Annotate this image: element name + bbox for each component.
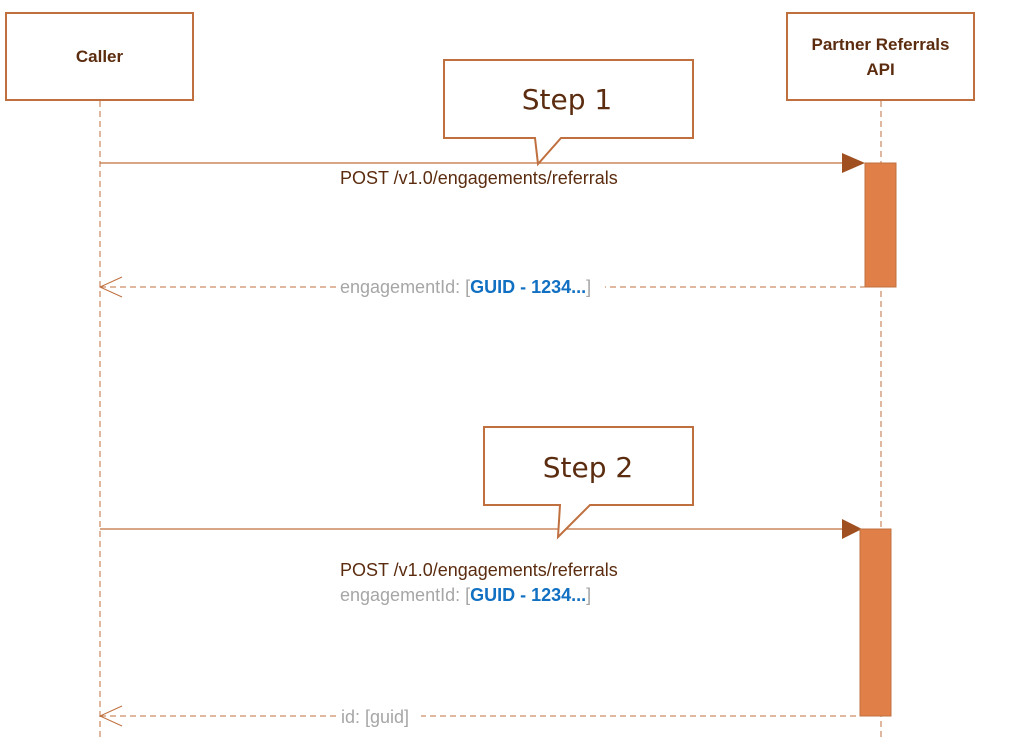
api-label-line2: API	[866, 60, 894, 79]
step1-activation-bar	[864, 162, 897, 288]
step2-response-arrowhead	[98, 705, 123, 727]
caller-label: Caller	[76, 47, 124, 66]
step1-response-prefix: engagementId: [	[340, 277, 470, 297]
step2-response-label: id: [guid]	[341, 707, 409, 727]
api-label-line1: Partner Referrals	[812, 35, 950, 54]
caller-actor-box: Caller	[5, 12, 194, 101]
step2-response-label-bg	[337, 705, 421, 727]
step2-param-guid: GUID - 1234...	[470, 585, 586, 605]
api-actor-box: Partner Referrals API	[786, 12, 975, 101]
step2-param-suffix: ]	[586, 585, 591, 605]
step1-callout	[443, 59, 694, 167]
step2-request-label: POST /v1.0/engagements/referrals	[340, 560, 618, 580]
step1-response-suffix: ]	[586, 277, 591, 297]
step1-request-label: POST /v1.0/engagements/referrals	[340, 168, 618, 188]
step1-response-label-bg	[337, 275, 605, 297]
step2-request-arrowhead	[842, 519, 862, 539]
step2-param-prefix: engagementId: [	[340, 585, 470, 605]
step1-response-arrowhead	[98, 276, 123, 298]
step1-request-arrowhead	[842, 153, 865, 173]
step1-response-label: engagementId: [GUID - 1234...]	[340, 277, 591, 297]
step2-request-param: engagementId: [GUID - 1234...]	[340, 585, 591, 605]
step1-callout-label: Step 1	[522, 83, 612, 116]
step2-activation-bar	[859, 528, 892, 717]
step2-callout-label: Step 2	[543, 451, 633, 484]
step1-response-guid: GUID - 1234...	[470, 277, 586, 297]
step2-callout	[483, 426, 694, 540]
